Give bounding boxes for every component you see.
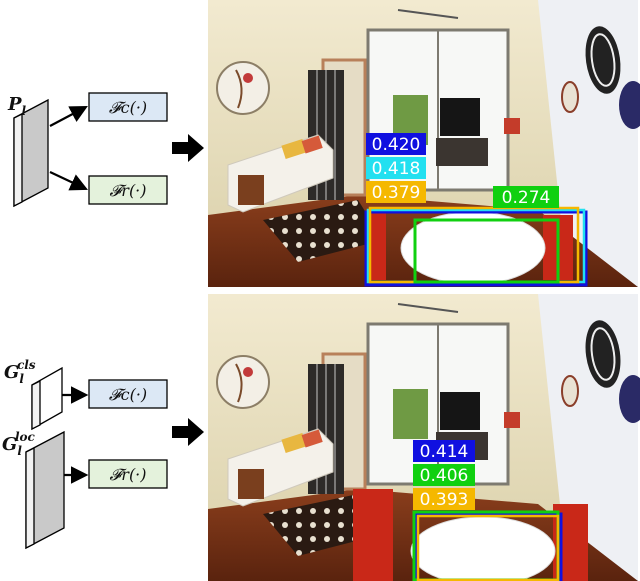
arrow-to-cls [50, 108, 84, 126]
big-arrow-bottom [172, 418, 204, 446]
cls-module-label: 𝓕c(·) [109, 98, 147, 117]
score-text-b1: 0.406 [420, 466, 469, 486]
top-room-image: 0.420 0.418 0.379 0.274 [208, 0, 640, 287]
bottom-room-image: 0.414 0.406 0.393 [208, 294, 640, 581]
score-text-2: 0.379 [372, 183, 421, 203]
feature-label-gcls: Glcls [4, 358, 36, 386]
score-text-1: 0.418 [372, 159, 421, 179]
feature-label-p: Pl [7, 94, 27, 118]
big-arrow-top [172, 134, 204, 162]
score-text-0: 0.420 [372, 135, 421, 155]
reg-module-label-b: 𝓕r(·) [109, 465, 146, 484]
cls-module-label-b: 𝓕c(·) [109, 385, 147, 404]
score-text-b0: 0.414 [420, 442, 469, 462]
reg-module-label: 𝓕r(·) [109, 181, 146, 200]
arrow-to-reg [50, 172, 84, 188]
top-panel: Pl 𝓕c(·) 𝓕r(·) 0.420 0.418 [7, 0, 640, 287]
feature-map-gloc [26, 432, 64, 548]
feature-map-gcls [32, 368, 62, 429]
score-text-3: 0.274 [502, 188, 551, 208]
feature-map-p [14, 100, 48, 206]
score-text-b2: 0.393 [420, 490, 469, 510]
bottom-panel: Glcls Glloc 𝓕c(·) 𝓕r(·) 0.414 0.4 [2, 294, 640, 581]
